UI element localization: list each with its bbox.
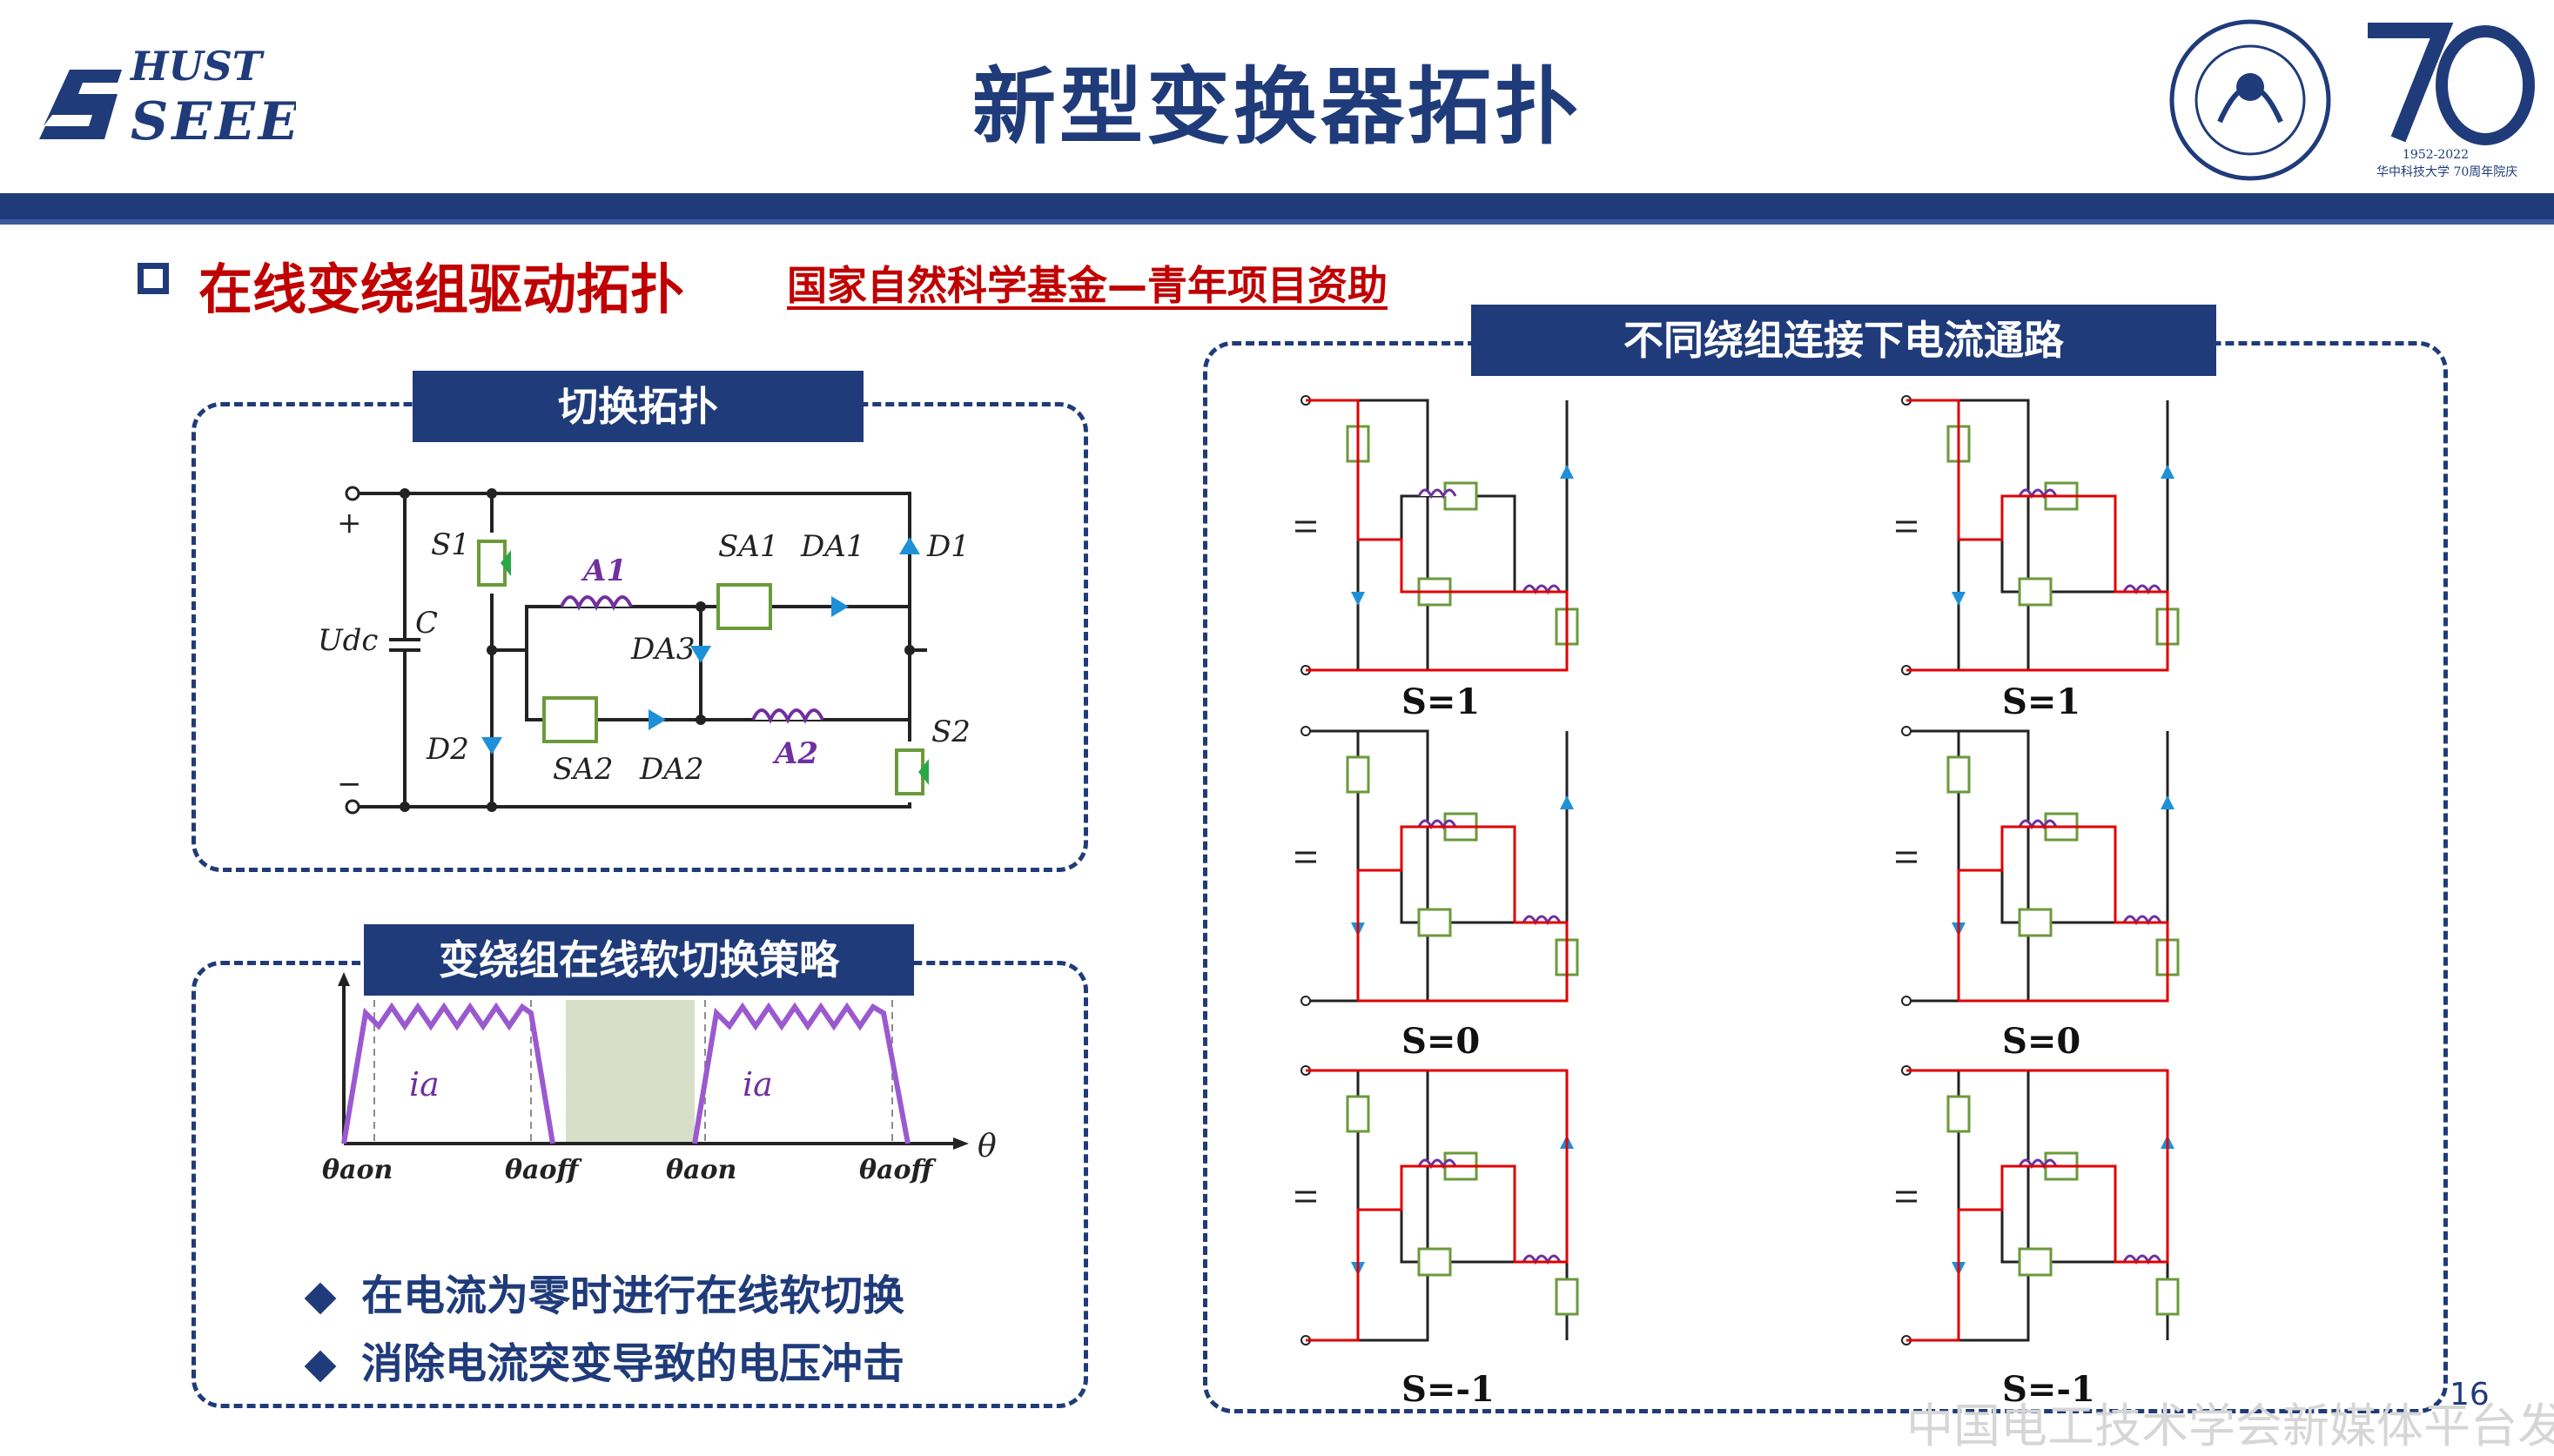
svg-text:D2: D2: [426, 732, 469, 767]
svg-text:D1: D1: [926, 529, 970, 564]
svg-text:SEEE: SEEE: [131, 91, 296, 148]
section-title: 在线变绕组驱动拓扑: [198, 258, 685, 321]
svg-text:华中科技大学 70周年院庆: 华中科技大学 70周年院庆: [2376, 165, 2517, 179]
svg-text:S1: S1: [431, 527, 470, 562]
svg-text:S=1: S=1: [2002, 681, 2080, 722]
header-bar-accent: [0, 219, 2554, 225]
svg-text:−: −: [337, 767, 362, 802]
diamond-bullet-icon: [304, 1350, 337, 1383]
hust-seee-logo: HUST SEEE: [35, 43, 299, 152]
funding-link[interactable]: 国家自然科学基金—青年项目资助: [787, 262, 1388, 309]
svg-text:A1: A1: [581, 554, 627, 588]
path-cell-5: S=-1: [1294, 1064, 1579, 1410]
path-cell-4: S=0: [1894, 725, 2180, 1062]
svg-text:θaon: θaon: [666, 1155, 736, 1185]
topology-panel: + − Udc C S1 D2 SA1 DA1 D1 DA3 SA2 DA2 S…: [192, 402, 1088, 872]
svg-text:DA1: DA1: [800, 529, 864, 564]
svg-text:DA3: DA3: [630, 632, 695, 667]
svg-text:S=-1: S=-1: [2002, 1369, 2095, 1410]
svg-text:+: +: [337, 506, 362, 540]
current-paths-label: 不同绕组连接下电流通路: [1471, 305, 2216, 376]
svg-text:SA1: SA1: [718, 529, 778, 564]
square-bullet-icon: [138, 263, 169, 294]
svg-text:θaon: θaon: [322, 1155, 393, 1185]
path-cell-3: S=0: [1294, 725, 1579, 1062]
svg-text:1952-2022: 1952-2022: [2403, 148, 2469, 162]
svg-text:ia: ia: [743, 1065, 773, 1104]
strategy-bullet-2: 消除电流突变导致的电压冲击: [304, 1329, 904, 1390]
diamond-bullet-icon: [304, 1282, 337, 1315]
topology-label: 切换拓扑: [413, 371, 864, 442]
strategy-label: 变绕组在线软切换策略: [364, 924, 914, 996]
svg-text:Udc: Udc: [318, 623, 378, 658]
current-waveform: ia ia θ θaon θaoff θaon θaoff: [322, 972, 997, 1185]
current-path-grid: S=1 S=1 S=0 S=0 S=-1 S=-1: [1294, 394, 2180, 1410]
svg-text:ia: ia: [409, 1065, 440, 1104]
svg-text:θ: θ: [978, 1129, 997, 1164]
svg-text:S=0: S=0: [2002, 1021, 2080, 1062]
anniversary-70-logo: 1952-2022 华中科技大学 70周年院庆: [2359, 17, 2542, 183]
switching-topology-circuit: + − Udc C S1 D2 SA1 DA1 D1 DA3 SA2 DA2 S…: [318, 486, 971, 815]
school-emblem-icon: [2168, 17, 2333, 183]
svg-text:S=1: S=1: [1401, 681, 1480, 722]
svg-text:S2: S2: [931, 715, 971, 749]
page-title: 新型变换器拓扑: [972, 58, 1582, 156]
path-cell-6: S=-1: [1894, 1064, 2180, 1410]
svg-text:S=-1: S=-1: [1401, 1369, 1495, 1410]
svg-text:HUST: HUST: [129, 44, 265, 90]
svg-text:DA2: DA2: [639, 752, 703, 787]
svg-text:A2: A2: [772, 736, 818, 771]
header-bar: [0, 193, 2554, 219]
strategy-bullet-1: 在电流为零时进行在线软切换: [304, 1261, 904, 1322]
svg-text:SA2: SA2: [553, 752, 613, 787]
page-number: 16: [2450, 1377, 2490, 1412]
svg-text:θaoff: θaoff: [859, 1155, 937, 1185]
path-cell-2: S=1: [1894, 394, 2180, 722]
path-cell-1: S=1: [1294, 394, 1579, 722]
strategy-panel: ia ia θ θaon θaoff θaon θaoff 在电流为零时进行在线…: [192, 961, 1088, 1408]
svg-text:S=0: S=0: [1401, 1021, 1480, 1062]
svg-text:θaoff: θaoff: [505, 1155, 582, 1185]
svg-text:C: C: [415, 606, 438, 641]
